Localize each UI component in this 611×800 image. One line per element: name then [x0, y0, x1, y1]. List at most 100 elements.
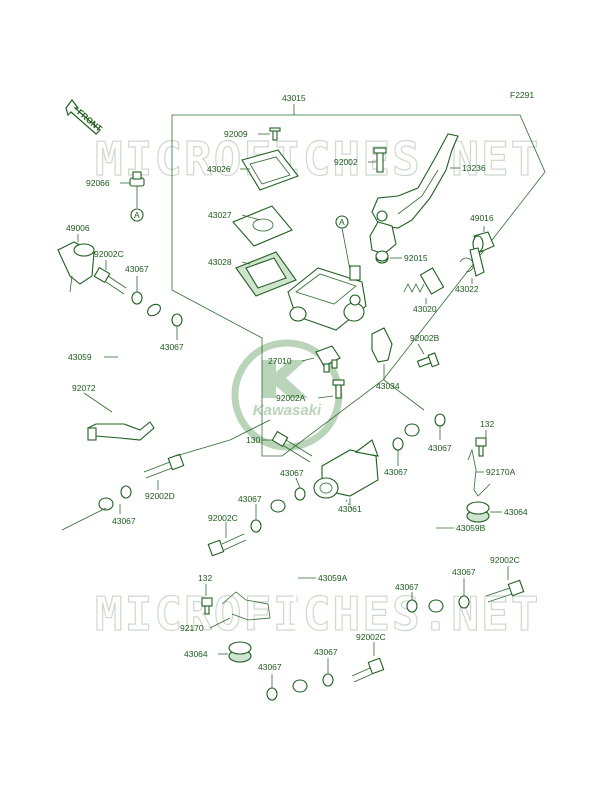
brake-lever-13236 — [371, 133, 459, 229]
banjo-bolt-92002C-bottom — [351, 657, 385, 683]
label-43020: 43020 — [413, 304, 437, 314]
lever-pivot — [369, 221, 397, 255]
screw-92002A — [332, 379, 345, 399]
label-43067-k: 43067 — [314, 647, 338, 657]
lever-bolt-92002 — [373, 147, 387, 173]
circlip-43022 — [459, 247, 485, 277]
ref-a-circle-left — [130, 208, 144, 222]
clamp-92170 — [221, 591, 271, 621]
hose-clamp-92072 — [87, 421, 155, 441]
plug-92066 — [129, 171, 145, 187]
washer-43067-h — [406, 599, 418, 613]
kawasaki-logo-text: Kawasaki — [253, 402, 322, 419]
watermark-bottom: MICROFICHES.NET — [95, 587, 540, 641]
washer-43067-a — [131, 291, 143, 305]
label-92002C-right: 92002C — [490, 555, 520, 565]
washer-43067-i — [250, 519, 262, 533]
bolt-132-b — [201, 597, 213, 615]
bolt-92002D — [143, 453, 185, 479]
label-92072: 92072 — [72, 383, 96, 393]
label-43022: 43022 — [455, 284, 479, 294]
master-cylinder-body — [287, 265, 367, 331]
label-92002C-bottom: 92002C — [356, 632, 386, 642]
grommet-43064-b — [228, 641, 252, 663]
washer-43067-k — [322, 673, 334, 687]
figure-code: F2291 — [510, 90, 534, 100]
brake-hose-43059A — [270, 499, 308, 693]
label-92002B: 92002B — [410, 333, 440, 343]
label-92009: 92009 — [224, 129, 248, 139]
label-43064-b: 43064 — [184, 649, 208, 659]
washer-43067-g — [458, 595, 470, 609]
reservoir-cap-43026 — [241, 149, 299, 191]
label-43015: 43015 — [282, 93, 306, 103]
ref-a-label-left: A — [134, 210, 140, 220]
label-43028: 43028 — [208, 257, 232, 267]
label-92015: 92015 — [404, 253, 428, 263]
brake-hose-43059 — [98, 303, 161, 511]
label-92170A: 92170A — [486, 467, 516, 477]
front-label: FRONT — [75, 107, 104, 134]
label-92170: 92170 — [180, 623, 204, 633]
washer-43067-e — [392, 437, 404, 451]
label-43067-c: 43067 — [112, 516, 136, 526]
label-43067-b: 43067 — [160, 342, 184, 352]
label-92002A: 92002A — [276, 393, 306, 403]
reservoir-plate-43027 — [232, 205, 293, 247]
label-43067-a: 43067 — [125, 264, 149, 274]
label-130: 130 — [246, 435, 260, 445]
label-132-b: 132 — [198, 573, 212, 583]
bolt-92002B — [416, 352, 440, 368]
label-49006: 49006 — [66, 223, 90, 233]
switch-27010 — [315, 345, 341, 373]
label-43061: 43061 — [338, 504, 362, 514]
washer-43067-c — [120, 485, 132, 499]
ref-a-label-body: A — [339, 217, 345, 227]
label-43059: 43059 — [68, 352, 92, 362]
label-43067-f: 43067 — [428, 443, 452, 453]
assembly-outline-43015 — [171, 114, 546, 457]
front-arrow-icon: FRONT — [65, 99, 105, 135]
grommet-43064-a — [466, 501, 490, 523]
label-92066: 92066 — [86, 178, 110, 188]
clamp-43034 — [371, 327, 393, 363]
label-92002C-left: 92002C — [94, 249, 124, 259]
label-43064-a: 43064 — [504, 507, 528, 517]
label-43067-e: 43067 — [384, 467, 408, 477]
piston-43020 — [403, 267, 445, 295]
label-43026: 43026 — [207, 164, 231, 174]
label-43059B: 43059B — [456, 523, 486, 533]
label-13236: 13236 — [462, 163, 486, 173]
label-43067-i: 43067 — [238, 494, 262, 504]
label-49016: 49016 — [470, 213, 494, 223]
label-43059A: 43059A — [318, 573, 348, 583]
label-43067-j: 43067 — [258, 662, 282, 672]
label-132-a: 132 — [480, 419, 494, 429]
label-43067-h: 43067 — [395, 582, 419, 592]
junction-43061 — [313, 439, 379, 499]
nut-92015 — [375, 250, 389, 264]
washer-43067-j — [266, 687, 278, 701]
label-92002D: 92002D — [145, 491, 175, 501]
brake-hose-43059B — [404, 423, 444, 613]
clamp-92170A — [467, 448, 491, 497]
label-92002: 92002 — [334, 157, 358, 167]
boot-49016 — [472, 231, 495, 253]
bolt-132-a — [475, 437, 487, 457]
watermark-top: MICROFICHES.NET — [95, 132, 540, 186]
banjo-bolt-92002C-left — [93, 266, 127, 295]
label-43027: 43027 — [208, 210, 232, 220]
washer-43067-b — [171, 313, 183, 327]
label-27010: 27010 — [268, 356, 292, 366]
label-92002C-center: 92002C — [208, 513, 238, 523]
reservoir-screw-92009 — [269, 127, 281, 141]
banjo-bolt-92002C-center — [207, 533, 247, 557]
washer-43067-f — [434, 413, 446, 427]
washer-43067-d — [294, 487, 306, 501]
label-43067-d: 43067 — [280, 468, 304, 478]
label-43034: 43034 — [376, 381, 400, 391]
bolt-130 — [271, 430, 313, 463]
boot-49006 — [57, 241, 95, 293]
label-43067-g: 43067 — [452, 567, 476, 577]
